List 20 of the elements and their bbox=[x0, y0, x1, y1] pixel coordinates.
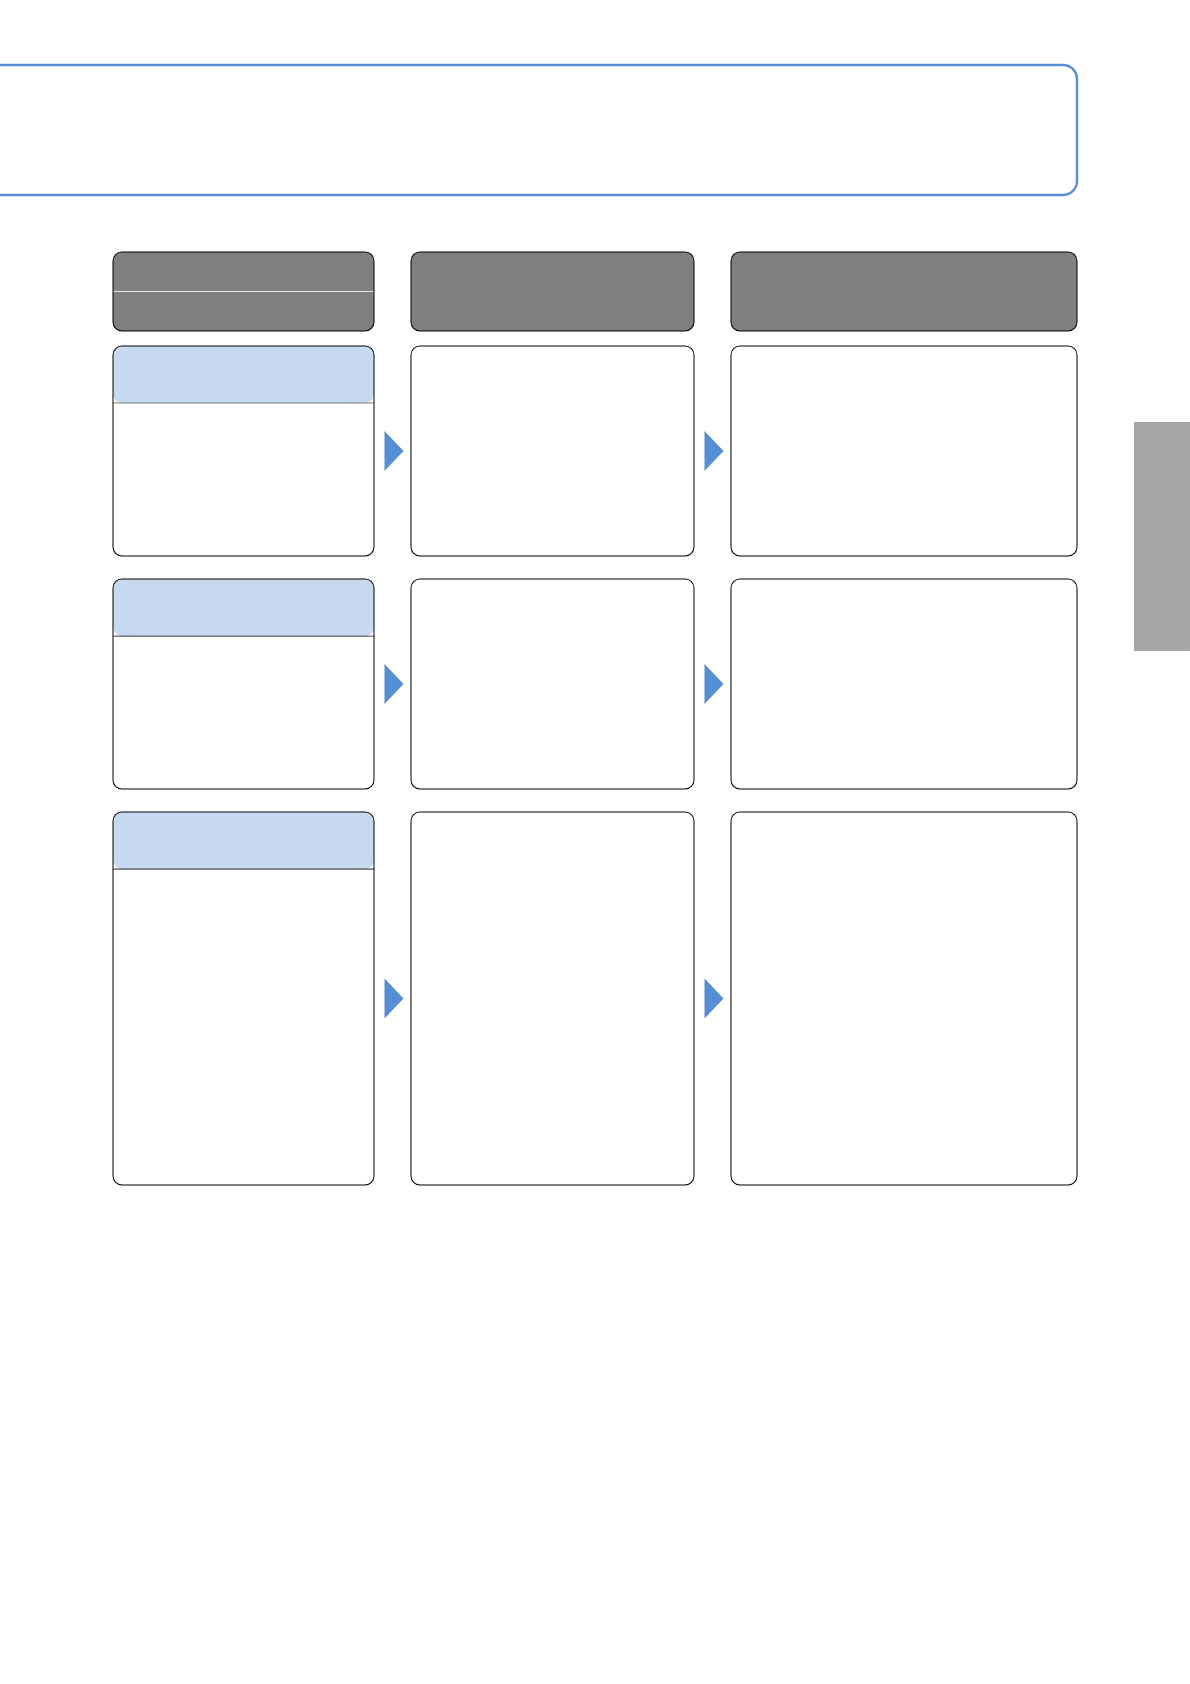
side-tab bbox=[1134, 422, 1190, 651]
arrow bbox=[704, 431, 724, 471]
card bbox=[410, 578, 695, 790]
card bbox=[112, 578, 375, 790]
arrow bbox=[704, 664, 724, 704]
arrow bbox=[384, 978, 404, 1019]
column-header bbox=[410, 251, 695, 332]
title-banner bbox=[0, 63, 1079, 197]
card bbox=[410, 345, 695, 557]
arrow bbox=[384, 431, 404, 471]
card bbox=[410, 811, 695, 1186]
card bbox=[112, 345, 375, 557]
card bbox=[730, 578, 1078, 790]
column-header bbox=[730, 251, 1078, 332]
arrow bbox=[384, 664, 404, 704]
card bbox=[730, 345, 1078, 557]
arrow bbox=[704, 978, 724, 1019]
card bbox=[730, 811, 1078, 1186]
column-header bbox=[112, 251, 375, 332]
card bbox=[112, 811, 375, 1186]
